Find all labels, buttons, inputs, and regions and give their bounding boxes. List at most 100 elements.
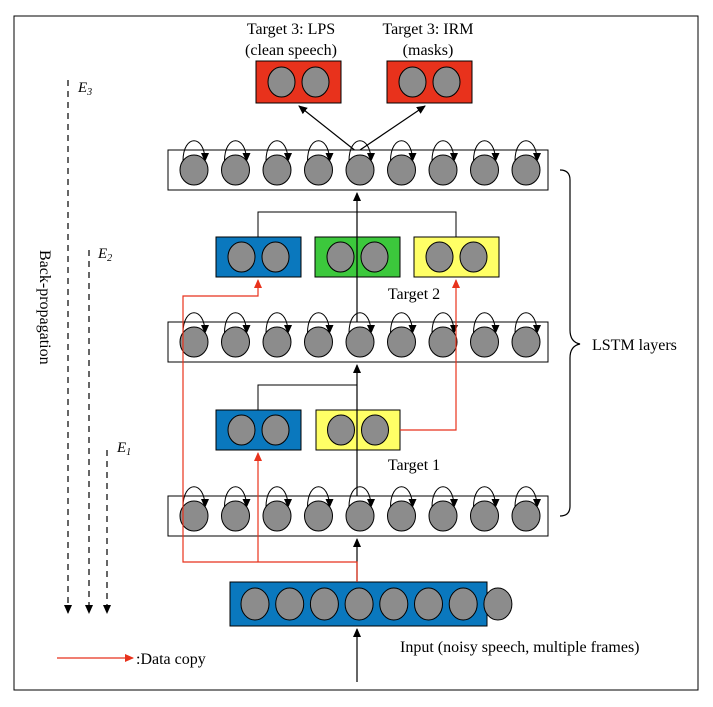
lstm-neuron — [470, 326, 499, 358]
recurrent-loop — [473, 312, 500, 334]
lstm-neuron — [179, 326, 209, 358]
recurrent-loop — [265, 140, 292, 162]
outer-frame — [13, 15, 699, 691]
recurrent-loop — [348, 312, 375, 334]
lstm-neuron — [511, 500, 541, 532]
recurrent-loop — [431, 486, 458, 508]
input-neuron — [275, 587, 305, 621]
recurrent-loop — [390, 312, 417, 334]
lstm-neuron — [345, 154, 375, 186]
lstm-layers-brace — [559, 169, 581, 517]
target1-blue-neuron — [227, 414, 256, 446]
lstm-neuron — [470, 500, 499, 532]
recurrent-loop — [307, 312, 334, 334]
target2-blue-neuron — [261, 241, 290, 273]
lstm-neuron — [428, 154, 458, 186]
target2-connector — [257, 211, 457, 237]
target3-lps-label: Target 3: LPS — [247, 21, 335, 38]
recurrent-loop — [431, 312, 458, 334]
target2-green-neuron — [360, 241, 389, 273]
lstm-neuron — [428, 500, 458, 532]
target-neurons — [227, 66, 513, 621]
input-neuron — [483, 587, 513, 621]
recurrent-loop — [514, 486, 541, 508]
lstm-neuron — [262, 326, 292, 358]
recurrent-loop — [348, 486, 375, 508]
recurrent-loop — [224, 486, 251, 508]
recurrent-loop — [390, 486, 417, 508]
target3-irm-label: Target 3: IRM — [382, 21, 473, 38]
lstm-neuron — [262, 154, 292, 186]
lstm-neuron — [428, 326, 458, 358]
target3-lps-neuron — [267, 66, 296, 98]
lstm-neuron — [511, 154, 541, 186]
recurrent-loop — [473, 486, 500, 508]
lstm-neuron — [511, 326, 541, 358]
recurrent-loop — [514, 312, 541, 334]
lstm-neuron — [387, 500, 416, 532]
recurrent-loop — [514, 140, 541, 162]
lstm-neuron — [345, 500, 375, 532]
recurrent-loop — [390, 140, 417, 162]
lstm-neurons — [179, 140, 541, 532]
lstm-layers-label: LSTM layers — [592, 337, 677, 354]
recurrent-loop — [224, 140, 251, 162]
target3-lps-sublabel: (clean speech) — [245, 42, 337, 59]
recurrent-loop — [182, 486, 209, 508]
recurrent-loop — [265, 312, 292, 334]
lstm-neuron — [304, 500, 333, 532]
target1-yellow-neuron — [361, 414, 389, 446]
recurrent-loop — [348, 140, 375, 162]
input-neuron — [414, 587, 443, 621]
recurrent-loop — [431, 140, 458, 162]
target3-irm-neuron — [432, 66, 461, 98]
lstm-neuron — [470, 154, 499, 186]
target3-irm-neuron — [398, 66, 427, 98]
e1-label: E1 — [116, 440, 131, 458]
legend-data-copy-label: :Data copy — [136, 651, 206, 668]
lstm-neuron — [179, 154, 209, 186]
lstm-neuron — [262, 500, 292, 532]
recurrent-loop — [224, 312, 251, 334]
target2-yellow-neuron — [425, 241, 454, 273]
arrow-to-irm — [356, 105, 426, 153]
target2-yellow-neuron — [459, 241, 488, 273]
target1-label: Target 1 — [388, 457, 440, 474]
e3-label: E3 — [77, 80, 92, 98]
input-neuron — [240, 587, 270, 621]
lstm-neuron — [221, 154, 250, 186]
input-neuron — [379, 587, 409, 621]
lstm-neuron — [221, 500, 250, 532]
input-neuron — [448, 587, 478, 621]
lstm-neuron — [304, 154, 333, 186]
data-copy-input-to-target2-blue — [182, 279, 358, 582]
target3-irm-sublabel: (masks) — [403, 42, 454, 59]
lstm-neuron — [387, 326, 416, 358]
arrow-to-lps — [298, 105, 358, 153]
data-copy-target1-yellow-to-target2-yellow — [400, 279, 460, 431]
target1-blue-neuron — [261, 414, 290, 446]
recurrent-loop — [473, 140, 500, 162]
lstm-neuron — [387, 154, 416, 186]
lstm-neuron — [304, 326, 333, 358]
target2-green-neuron — [326, 241, 355, 273]
target2-label: Target 2 — [388, 286, 440, 303]
lstm-neuron — [179, 500, 209, 532]
target3-lps-neuron — [301, 66, 330, 98]
target1-connector — [257, 384, 357, 410]
target2-blue-neuron — [227, 241, 256, 273]
recurrent-loop — [182, 140, 209, 162]
lstm-neuron — [345, 326, 375, 358]
input-label: Input (noisy speech, multiple frames) — [400, 639, 640, 656]
input-neuron — [344, 587, 374, 621]
recurrent-loop — [265, 486, 292, 508]
recurrent-loop — [307, 486, 334, 508]
lstm-neuron — [221, 326, 250, 358]
e2-label: E2 — [97, 246, 112, 264]
recurrent-loop — [307, 140, 334, 162]
target1-yellow-neuron — [327, 414, 355, 446]
input-neuron — [309, 587, 339, 621]
recurrent-loop — [182, 312, 209, 334]
